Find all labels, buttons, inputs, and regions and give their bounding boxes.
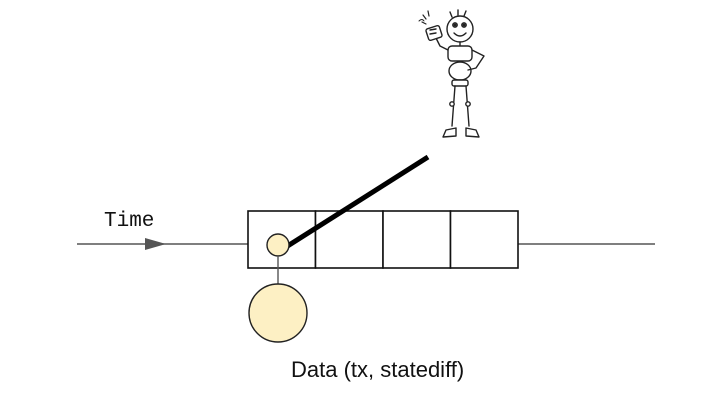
time-axis-left	[77, 238, 248, 250]
robot-stick-figure-icon	[418, 9, 485, 138]
block-4	[449, 210, 519, 269]
data-circle	[248, 283, 308, 343]
block-row	[247, 210, 519, 269]
data-label: Data (tx, statediff)	[291, 357, 464, 382]
block-3	[382, 210, 452, 269]
block-point	[266, 233, 290, 257]
pointer-stick	[284, 154, 430, 250]
time-label: Time	[104, 210, 154, 233]
time-arrow-icon	[145, 238, 166, 250]
